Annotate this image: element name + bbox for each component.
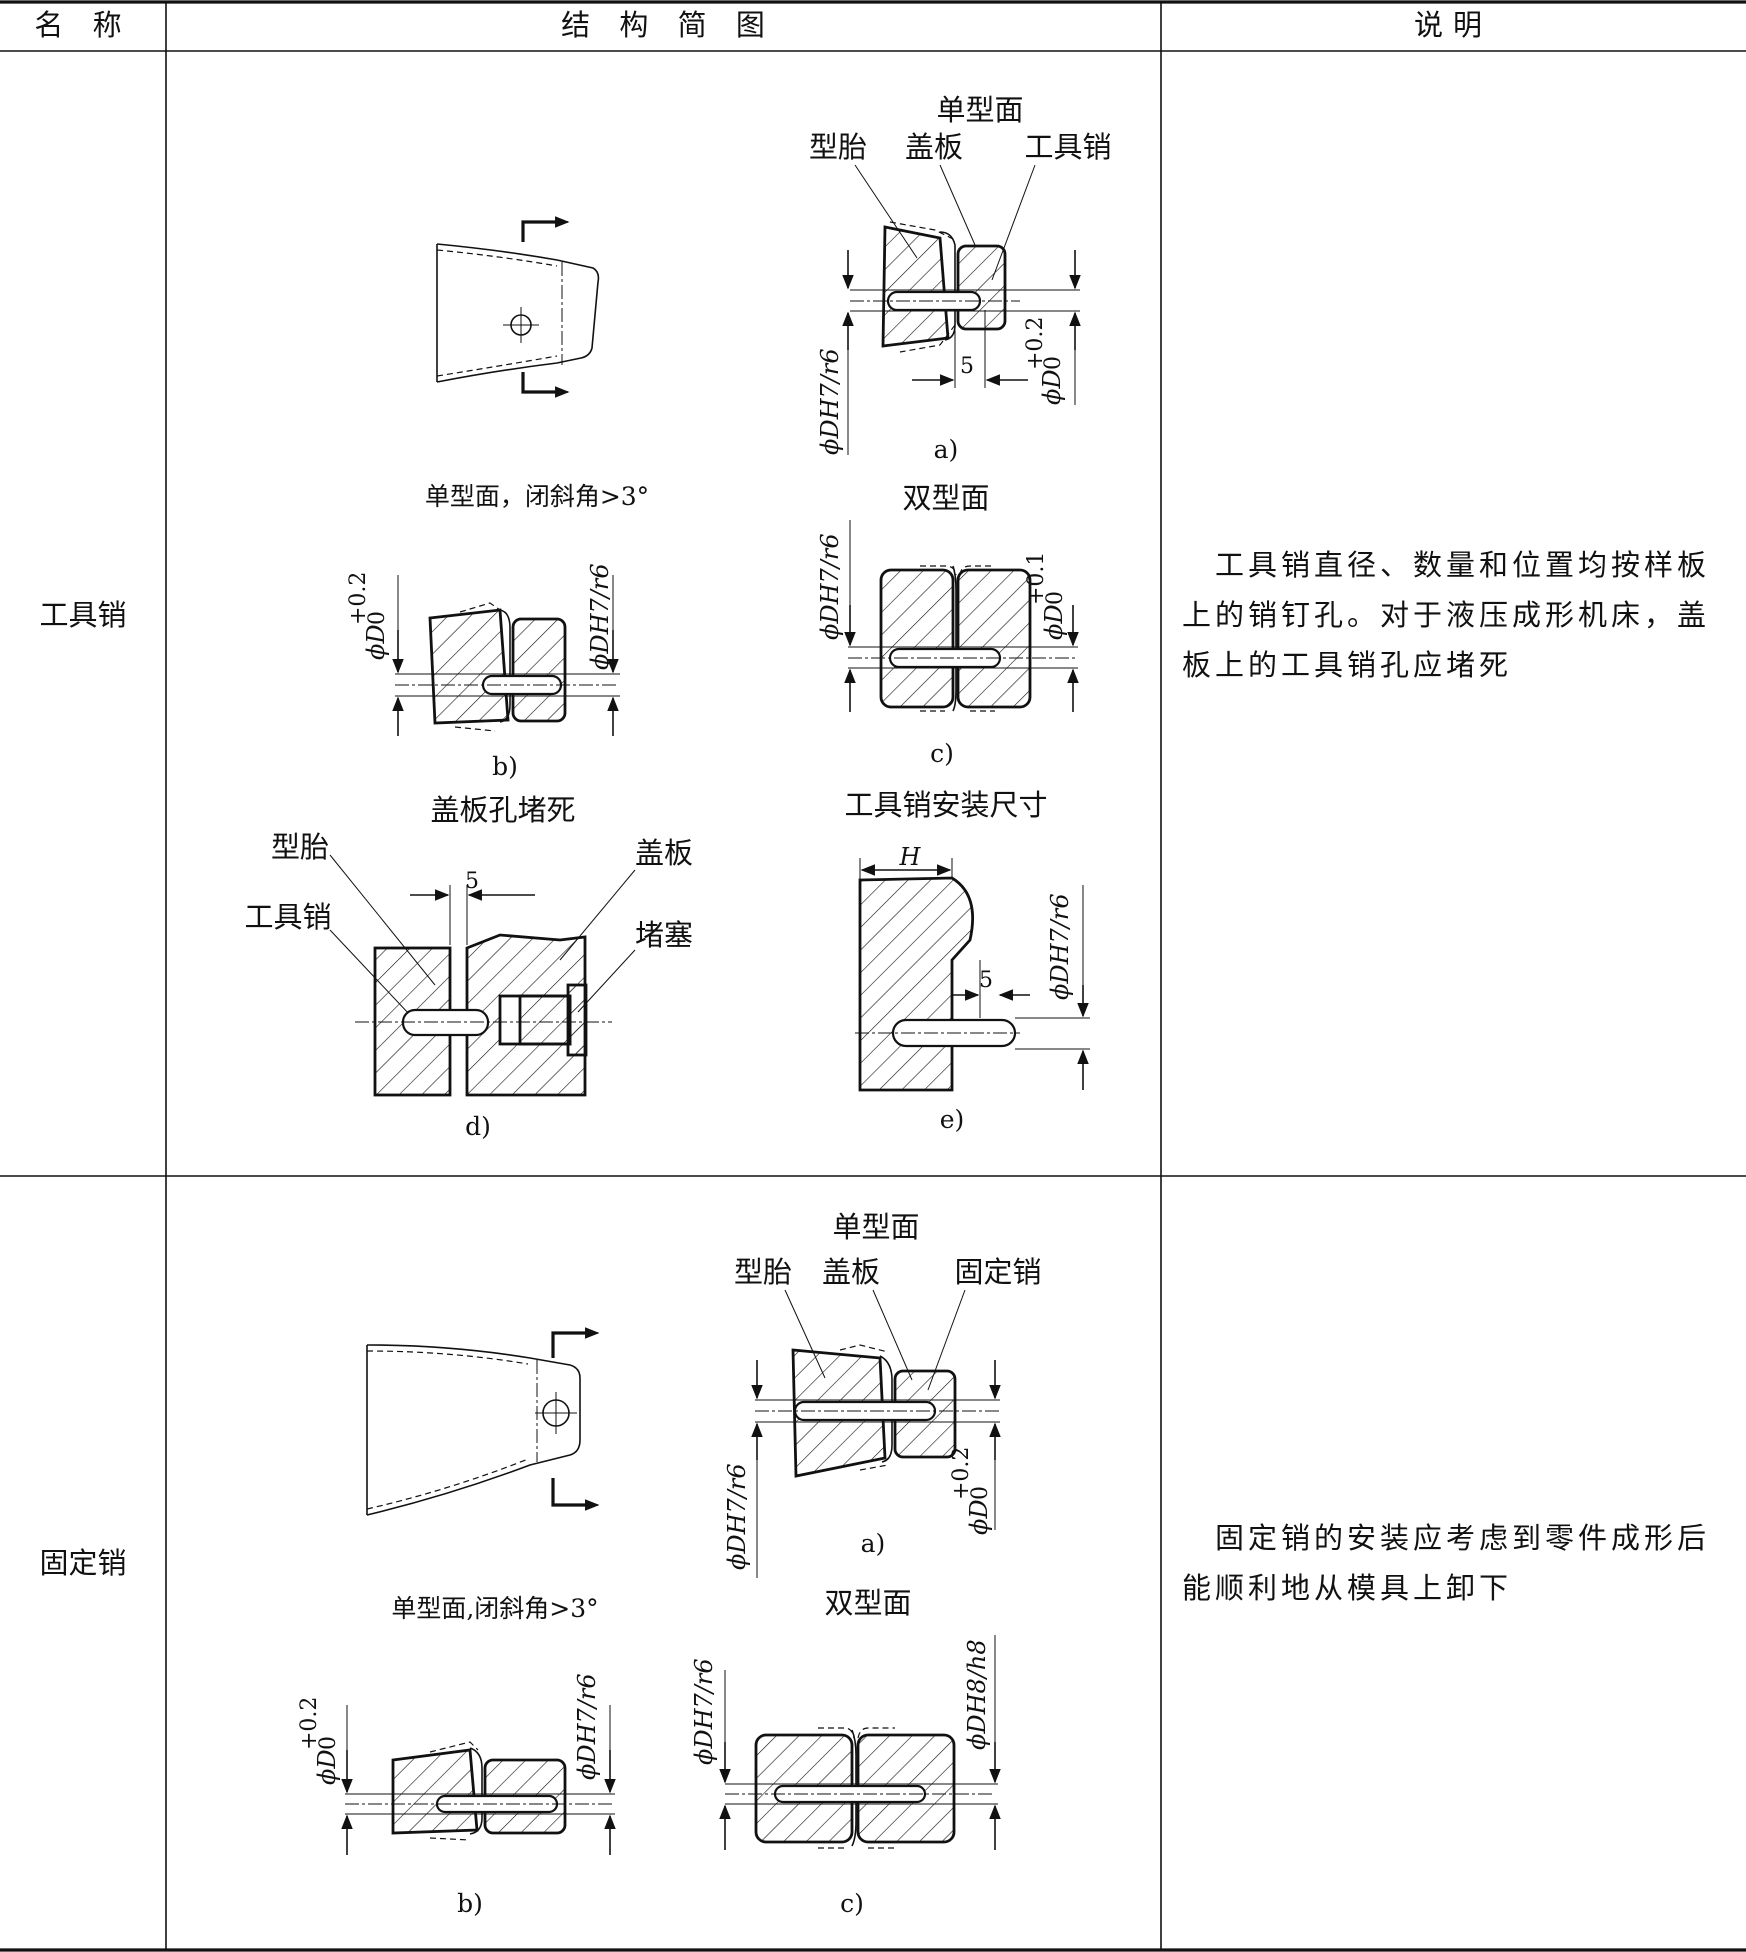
row1-c-dim-tol-up: +0.1 [1024, 552, 1049, 605]
header-sketch: 结 构 简 图 [561, 8, 775, 42]
row1-description-line-3: 板上的工具销孔应堵死 [1182, 648, 1512, 682]
row1-b-dim-fit: ϕDH7/r6 [586, 563, 614, 670]
row1-description: 工具销直径、数量和位置均按样板 上的销钉孔。对于液压成形机床，盖 板上的工具销孔… [1182, 548, 1710, 682]
row1-fig-e: 工具销安装尺寸 H 5 ϕDH7/r6 e) [844, 788, 1090, 1134]
row1-c-dim-tol: ϕD [1040, 604, 1068, 640]
row1-d-plug-label: 堵塞 [635, 918, 693, 952]
row2-a-title: 单型面 [832, 1210, 919, 1244]
row2-caption-main: 单型面,闭斜角>3° [391, 1594, 598, 1623]
row1-a-dim-fit: ϕDH7/r6 [816, 348, 844, 455]
row2-b-dim-fit: ϕDH7/r6 [573, 1673, 601, 1780]
row1-b-fig-label: b) [492, 752, 518, 781]
row2-fig-c: 双型面 ϕDH7/r6 ϕDH8/h8 c) [690, 1586, 1001, 1918]
row2-a-dim-fit: ϕDH7/r6 [723, 1463, 751, 1570]
row1-d-cover-label: 盖板 [635, 836, 693, 870]
header-name: 名 称 [34, 8, 131, 42]
row1-e-dim-h: H [899, 843, 922, 871]
row1-e-fig-label: e) [940, 1105, 965, 1134]
row2-c-title: 双型面 [824, 1586, 911, 1620]
row2-b-fig-label: b) [457, 1889, 483, 1918]
row1-b-dim-tol-up: +0.2 [346, 572, 371, 625]
row2-fig-b: ϕD +0.2 0 ϕDH7/r6 b) [297, 1673, 616, 1918]
row2-description-line-2: 能顺利地从模具上卸下 [1182, 1571, 1512, 1605]
row1-description-line-2: 上的销钉孔。对于液压成形机床，盖 [1182, 598, 1710, 632]
row2-a-fig-label: a) [861, 1529, 886, 1558]
row2-a-pin-label: 固定销 [954, 1255, 1041, 1289]
row1-a-pin-label: 工具销 [1024, 130, 1111, 164]
row2-b-dim-tol: ϕD [313, 1749, 341, 1785]
row2-c-dim-fit: ϕDH7/r6 [690, 1658, 718, 1765]
row1-fig-a: 单型面 型胎 盖板 工具销 5 ϕDH7/r6 ϕD +0.2 0 a) [809, 93, 1112, 464]
row1-c-fig-label: c) [930, 739, 954, 768]
row2-c-dim-fit-h8: ϕDH8/h8 [963, 1639, 991, 1750]
row2-fig-a: 单型面 型胎 盖板 固定销 ϕDH7/r6 ϕD +0.2 0 a) [723, 1210, 1042, 1578]
row2-part-sketch [366, 1327, 600, 1516]
row2-name: 固定销 [39, 1546, 126, 1580]
row1-caption-main: 单型面，闭斜角>3° [425, 482, 649, 511]
row2-c-fig-label: c) [840, 1889, 864, 1918]
row2-a-cover-label: 盖板 [822, 1255, 880, 1289]
row1-fig-c: 双型面 ϕDH7/r6 ϕD +0.1 0 c) [816, 481, 1079, 768]
row1-a-fig-label: a) [934, 435, 959, 464]
row1-e-title: 工具销安装尺寸 [844, 788, 1047, 822]
row1-d-fig-label: d) [465, 1112, 491, 1141]
row1-a-die-label: 型胎 [809, 130, 867, 164]
row1-fig-d: 盖板孔堵死 型胎 工具销 盖板 堵塞 5 d) [244, 793, 693, 1141]
row1-d-die-label: 型胎 [271, 830, 329, 864]
row2-a-dim-tol-low: 0 [968, 1486, 993, 1500]
row1-d-pin-label: 工具销 [244, 900, 331, 934]
row1-e-dim-five: 5 [979, 968, 993, 993]
row1-description-line-1: 工具销直径、数量和位置均按样板 [1215, 548, 1710, 582]
row1-name: 工具销 [39, 598, 126, 632]
row1-part-sketch [436, 216, 600, 398]
row1-c-dim-tol-low: 0 [1043, 591, 1068, 605]
row2-b-dim-tol-low: 0 [316, 1736, 341, 1750]
row1-a-dim-tol-up: +0.2 [1023, 317, 1048, 370]
row2-a-dim-tol-up: +0.2 [949, 1447, 974, 1500]
row1-fig-b: ϕD +0.2 0 ϕDH7/r6 b) [346, 563, 620, 781]
row1-b-dim-tol-low: 0 [365, 611, 390, 625]
row1-d-title: 盖板孔堵死 [430, 793, 575, 827]
row2-description: 固定销的安装应考虑到零件成形后 能顺利地从模具上卸下 [1182, 1521, 1710, 1605]
row1-a-title: 单型面 [936, 93, 1023, 127]
row2-a-die-label: 型胎 [734, 1255, 792, 1289]
row1-a-dim-five: 5 [960, 354, 974, 379]
row1-c-dim-fit: ϕDH7/r6 [816, 533, 844, 640]
row1-a-dim-tol-low: 0 [1041, 356, 1066, 370]
row2-b-dim-tol-up: +0.2 [297, 1697, 322, 1750]
row2-description-line-1: 固定销的安装应考虑到零件成形后 [1215, 1521, 1710, 1555]
row1-c-title: 双型面 [902, 481, 989, 515]
row1-b-dim-tol: ϕD [362, 624, 390, 660]
row2-a-dim-tol: ϕD [965, 1499, 993, 1535]
row1-a-dim-tol: ϕD [1038, 369, 1066, 405]
header-description: 说明 [1414, 8, 1492, 42]
row1-a-cover-label: 盖板 [905, 130, 963, 164]
row1-e-dim-fit: ϕDH7/r6 [1046, 893, 1074, 1000]
row1-d-dim-five: 5 [465, 869, 479, 894]
